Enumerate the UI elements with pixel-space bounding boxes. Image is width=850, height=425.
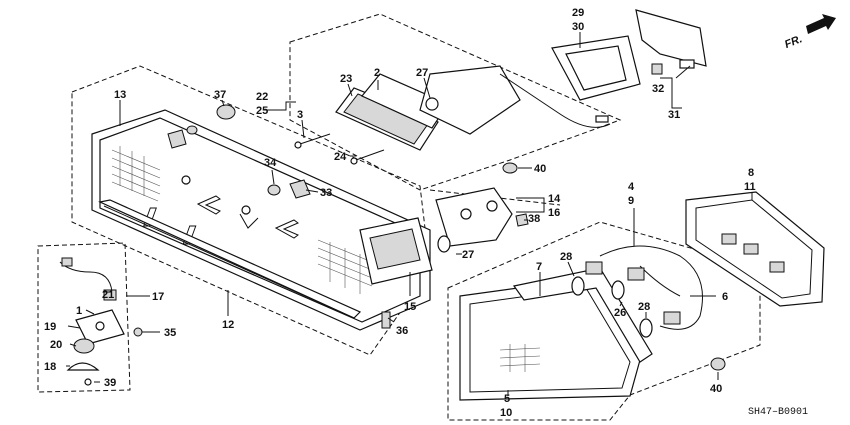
grommet-37 — [216, 104, 236, 120]
callout-label: 16 — [548, 207, 560, 219]
callout-label: 3 — [297, 109, 303, 121]
callout-label: 36 — [396, 325, 408, 337]
callout-label: 15 — [404, 301, 416, 313]
garnish-hatch-right — [317, 239, 373, 294]
callout-label: 14 — [548, 193, 561, 205]
license-light-cover — [66, 362, 100, 371]
screw-3 — [294, 133, 331, 149]
clip-33 — [289, 179, 311, 199]
clip-garnish-top — [167, 125, 198, 149]
callout-label: 12 — [222, 319, 234, 331]
bulb-27-lower — [437, 235, 451, 253]
callout-label: 35 — [164, 327, 176, 339]
callout-label: 21 — [102, 289, 114, 301]
callout-label: 32 — [652, 83, 664, 95]
callout-labels: 13 37 22 25 3 23 2 27 29 30 32 31 24 40 … — [44, 7, 756, 419]
upper-lamp-group-outline — [289, 13, 622, 191]
callout-label: 19 — [44, 321, 56, 333]
bulb-28-upper — [571, 261, 603, 296]
front-direction-label: FR. — [783, 33, 804, 51]
callout-label: 25 — [256, 105, 268, 117]
garnish-hole — [241, 205, 251, 215]
callout-label: 1 — [76, 305, 82, 317]
screw-39 — [84, 378, 92, 386]
mounting-bracket — [635, 9, 707, 75]
callout-label: 11 — [744, 181, 756, 193]
callout-label: 24 — [334, 151, 347, 163]
callout-label: 40 — [710, 383, 722, 395]
callout-label: 22 — [256, 91, 268, 103]
screw-24 — [350, 149, 385, 165]
callout-label: 31 — [668, 109, 680, 121]
callout-label: 26 — [614, 307, 626, 319]
garnish-end-reflector — [359, 217, 433, 285]
clip-36 — [381, 311, 391, 329]
callout-label: 39 — [104, 377, 116, 389]
callout-label: 27 — [416, 67, 428, 79]
callout-label: 2 — [374, 67, 380, 79]
callout-label: 17 — [152, 291, 164, 303]
callout-label: 20 — [50, 339, 62, 351]
license-light-lens — [73, 338, 95, 354]
lower-garnish-strip — [98, 199, 362, 319]
clip-38 — [515, 213, 529, 227]
callout-label: 28 — [560, 251, 572, 263]
callout-label: 23 — [340, 73, 352, 85]
garnish-hole — [181, 175, 191, 185]
leader-lines — [66, 32, 753, 396]
rear-garnish-panel — [91, 109, 431, 331]
garnish-group-outline — [71, 65, 431, 356]
callout-label: 28 — [638, 301, 650, 313]
bulb-26 — [611, 267, 645, 300]
grommet-34 — [267, 184, 281, 196]
callout-label: 33 — [320, 187, 332, 199]
license-light-harness — [59, 257, 117, 301]
callout-label: 10 — [500, 407, 512, 419]
nut-40-upper — [502, 162, 518, 174]
front-direction-indicator: FR. — [783, 14, 836, 51]
callout-label: 34 — [264, 157, 277, 169]
callout-label: 30 — [572, 21, 584, 33]
tail-light-group-outline — [447, 221, 761, 421]
lamp-socket-housing — [435, 187, 513, 247]
callout-label: 13 — [114, 89, 126, 101]
callout-label: 9 — [628, 195, 634, 207]
callout-label: 18 — [44, 361, 56, 373]
nut-35 — [133, 327, 143, 337]
callout-label: 40 — [534, 163, 546, 175]
lamp-housing-frame — [551, 35, 641, 101]
callout-label: 5 — [504, 393, 510, 405]
callout-label: 8 — [748, 167, 754, 179]
bulb-28-lower — [639, 311, 681, 338]
license-light-housing — [75, 309, 125, 345]
garnish-hatch-left — [111, 146, 161, 202]
license-light-group-outline — [37, 242, 131, 393]
callout-label: 4 — [628, 181, 635, 193]
callout-label: 29 — [572, 7, 584, 19]
nut-40-lower — [710, 357, 726, 371]
callout-label: 38 — [528, 213, 540, 225]
callout-label: 6 — [722, 291, 728, 303]
high-mount-lamp-base — [419, 65, 611, 135]
tail-light-back-panel — [685, 191, 825, 307]
tail-lens-hatch — [499, 344, 541, 372]
callout-label: 7 — [536, 261, 542, 273]
callout-label: 37 — [214, 89, 226, 101]
drawing-code: SH47–B0901 — [748, 407, 808, 418]
callout-label: 27 — [462, 249, 474, 261]
